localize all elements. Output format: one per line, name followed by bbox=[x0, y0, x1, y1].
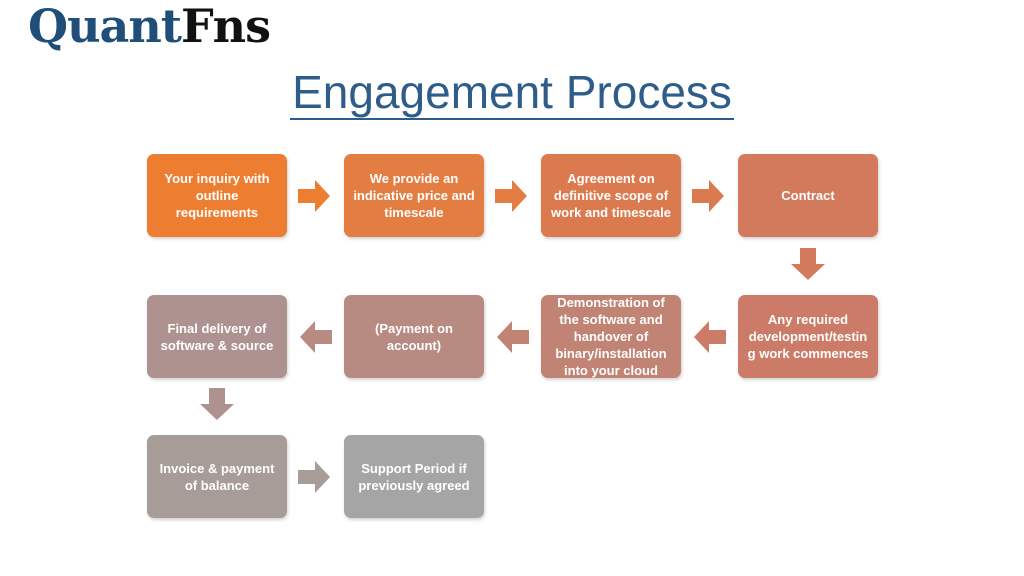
arrow-left-icon bbox=[300, 321, 332, 353]
logo: QuantFns bbox=[28, 0, 271, 56]
page-title-text: Engagement Process bbox=[290, 66, 734, 120]
step-invoice-payment: Invoice & payment of balance bbox=[147, 435, 287, 518]
step-demonstration: Demonstration of the software and handov… bbox=[541, 295, 681, 378]
step-agreement: Agreement on definitive scope of work an… bbox=[541, 154, 681, 237]
arrow-left-icon bbox=[694, 321, 726, 353]
arrow-right-icon bbox=[298, 180, 330, 212]
arrow-right-icon bbox=[298, 461, 330, 493]
arrow-down-icon bbox=[791, 248, 825, 280]
arrow-left-icon bbox=[497, 321, 529, 353]
arrow-right-icon bbox=[495, 180, 527, 212]
arrow-right-icon bbox=[692, 180, 724, 212]
step-indicative-price: We provide an indicative price and times… bbox=[344, 154, 484, 237]
step-inquiry: Your inquiry with outline requirements bbox=[147, 154, 287, 237]
step-final-delivery: Final delivery of software & source bbox=[147, 295, 287, 378]
logo-part-quant: Quant bbox=[28, 0, 182, 53]
arrow-down-icon bbox=[200, 388, 234, 420]
step-contract: Contract bbox=[738, 154, 878, 237]
step-support-period: Support Period if previously agreed bbox=[344, 435, 484, 518]
logo-part-fns: Fns bbox=[181, 0, 271, 53]
step-payment-on-account: (Payment on account) bbox=[344, 295, 484, 378]
page-title: Engagement Process bbox=[0, 62, 1024, 122]
step-development: Any required development/testin g work c… bbox=[738, 295, 878, 378]
